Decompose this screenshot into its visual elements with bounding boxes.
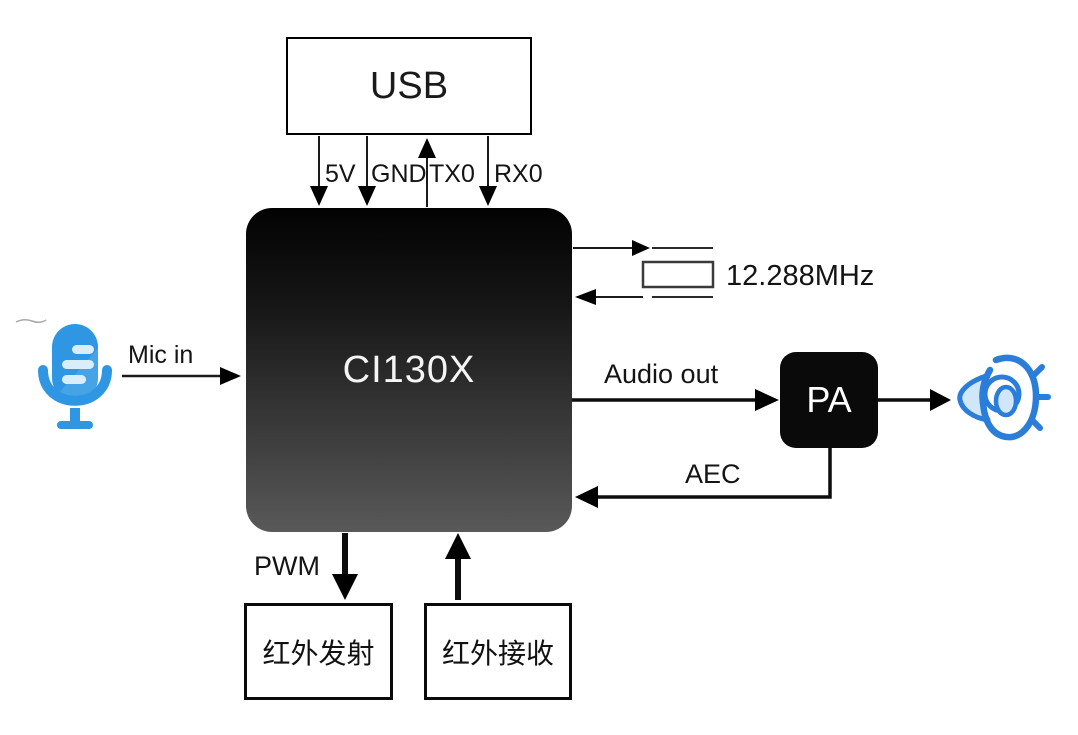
crystal-frequency-label: 12.288MHz bbox=[726, 260, 875, 292]
arrow-audio-out bbox=[572, 389, 779, 411]
arrow-ir-receive bbox=[445, 533, 471, 600]
pin-label-tx0: TX0 bbox=[429, 160, 475, 188]
usb-label: USB bbox=[369, 64, 449, 107]
pin-label-gnd: GND bbox=[371, 160, 427, 188]
microphone-icon bbox=[38, 324, 112, 429]
speaker-icon bbox=[957, 354, 1051, 441]
chip-label: CI130X bbox=[342, 348, 476, 391]
stray-mark bbox=[15, 318, 47, 324]
pa-block: PA bbox=[780, 352, 878, 448]
arrow-crystal-in bbox=[575, 289, 643, 305]
ir-transmit-block: 红外发射 bbox=[244, 603, 393, 700]
wire-tx0 bbox=[418, 138, 436, 207]
ci130x-chip-block: CI130X bbox=[246, 208, 572, 532]
usb-block: USB bbox=[286, 37, 532, 135]
arrow-mic-in bbox=[122, 367, 241, 385]
arrow-aec bbox=[575, 448, 832, 508]
pa-label: PA bbox=[806, 379, 852, 420]
audio-out-label: Audio out bbox=[604, 359, 719, 389]
wire-5v bbox=[310, 136, 328, 206]
pin-label-rx0: RX0 bbox=[494, 160, 543, 188]
ir-receive-label: 红外接收 bbox=[441, 637, 554, 669]
aec-label: AEC bbox=[685, 459, 741, 489]
pin-label-5v: 5V bbox=[325, 160, 356, 188]
ir-transmit-label: 红外发射 bbox=[262, 637, 375, 669]
pwm-label: PWM bbox=[254, 551, 320, 581]
wire-gnd bbox=[358, 136, 376, 206]
crystal-symbol bbox=[641, 247, 715, 298]
arrow-pwm bbox=[332, 533, 358, 600]
arrow-pa-to-speaker bbox=[878, 389, 951, 411]
arrow-crystal-out bbox=[573, 240, 650, 256]
ir-receive-block: 红外接收 bbox=[424, 603, 572, 700]
wire-rx0 bbox=[479, 136, 497, 206]
mic-in-label: Mic in bbox=[128, 341, 194, 369]
